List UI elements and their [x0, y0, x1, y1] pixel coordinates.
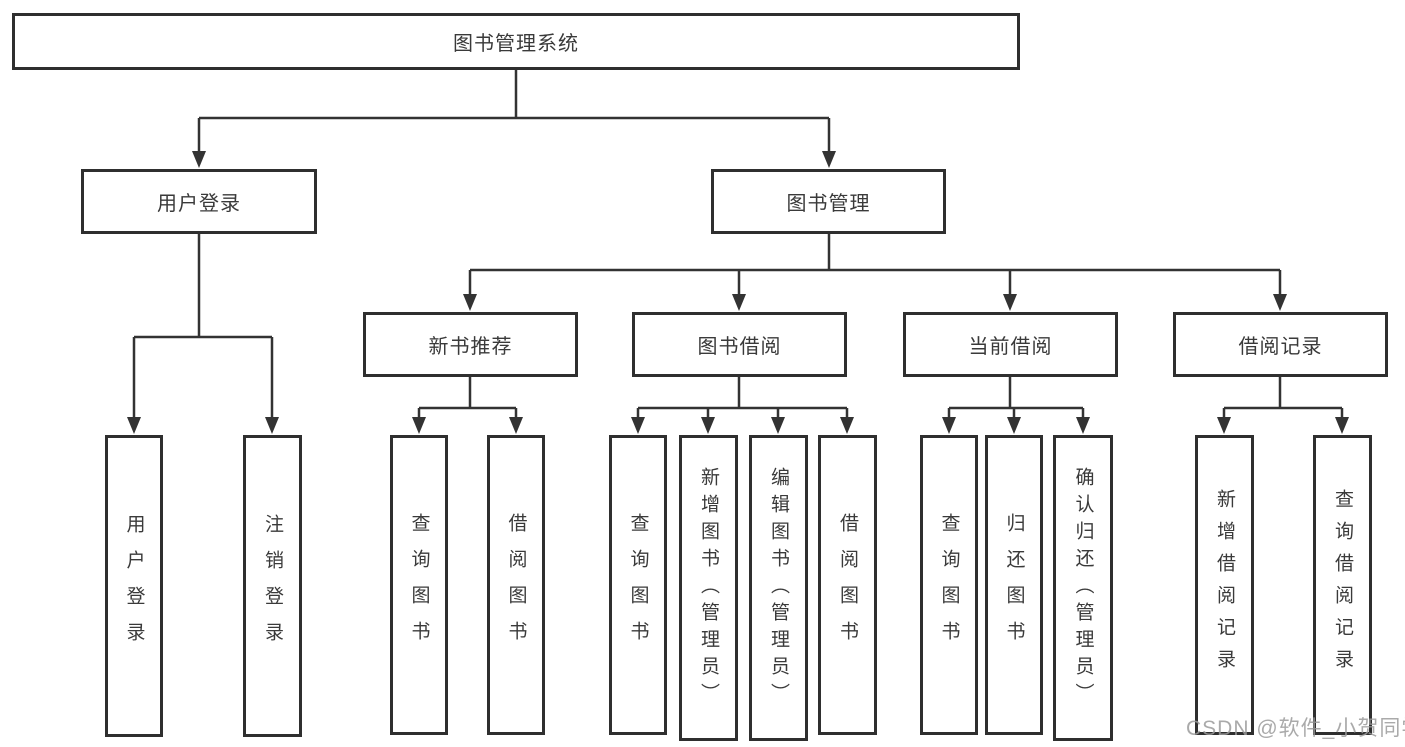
leaf-borrow-query-books-label: 查询图书: [627, 513, 649, 657]
leaf-add-books-admin-label: 新增图书（管理员）: [698, 466, 719, 710]
leaf-recommend-query-books: 查询图书: [390, 435, 448, 735]
leaf-add-books-admin: 新增图书（管理员）: [679, 435, 738, 741]
node-user-login: 用户登录: [81, 169, 317, 234]
leaf-return-books-label: 归还图书: [1003, 513, 1025, 657]
node-book-borrowing-label: 图书借阅: [697, 336, 782, 358]
leaf-user-login-label: 用户登录: [123, 514, 145, 658]
leaf-edit-books-admin-label: 编辑图书（管理员）: [768, 466, 789, 710]
leaf-add-borrow-record: 新增借阅记录: [1195, 435, 1254, 735]
node-borrowing-records: 借阅记录: [1173, 312, 1388, 377]
node-new-book-recommendation-label: 新书推荐: [428, 336, 513, 358]
node-book-management: 图书管理: [711, 169, 946, 234]
node-current-borrowing: 当前借阅: [903, 312, 1118, 377]
leaf-borrow-borrow-books-label: 借阅图书: [837, 513, 858, 657]
node-current-borrowing-label: 当前借阅: [968, 336, 1053, 358]
leaf-logout-label: 注销登录: [262, 514, 283, 658]
node-new-book-recommendation: 新书推荐: [363, 312, 578, 377]
leaf-query-borrow-record-label: 查询借阅记录: [1332, 489, 1353, 681]
node-library-system-label: 图书管理系统: [453, 33, 579, 55]
leaf-confirm-return-admin: 确认归还（管理员）: [1053, 435, 1113, 741]
leaf-add-borrow-record-label: 新增借阅记录: [1214, 489, 1235, 681]
leaf-current-query-books-label: 查询图书: [938, 513, 960, 657]
leaf-return-books: 归还图书: [985, 435, 1043, 735]
leaf-recommend-borrow-books: 借阅图书: [487, 435, 545, 735]
leaf-query-borrow-record: 查询借阅记录: [1313, 435, 1372, 735]
node-book-borrowing: 图书借阅: [632, 312, 847, 377]
leaf-recommend-borrow-books-label: 借阅图书: [505, 513, 527, 657]
leaf-edit-books-admin: 编辑图书（管理员）: [749, 435, 808, 741]
leaf-recommend-query-books-label: 查询图书: [408, 513, 430, 657]
leaf-logout: 注销登录: [243, 435, 302, 737]
node-borrowing-records-label: 借阅记录: [1238, 336, 1323, 358]
leaf-borrow-query-books: 查询图书: [609, 435, 667, 735]
node-library-system: 图书管理系统: [12, 13, 1020, 70]
leaf-user-login: 用户登录: [105, 435, 163, 737]
csdn-watermark: CSDN @软件_小贺同学: [1186, 717, 1405, 740]
node-user-login-label: 用户登录: [157, 193, 241, 215]
leaf-confirm-return-admin-label: 确认归还（管理员）: [1072, 466, 1094, 710]
leaf-current-query-books: 查询图书: [920, 435, 978, 735]
node-book-management-label: 图书管理: [786, 193, 871, 215]
leaf-borrow-borrow-books: 借阅图书: [818, 435, 877, 735]
